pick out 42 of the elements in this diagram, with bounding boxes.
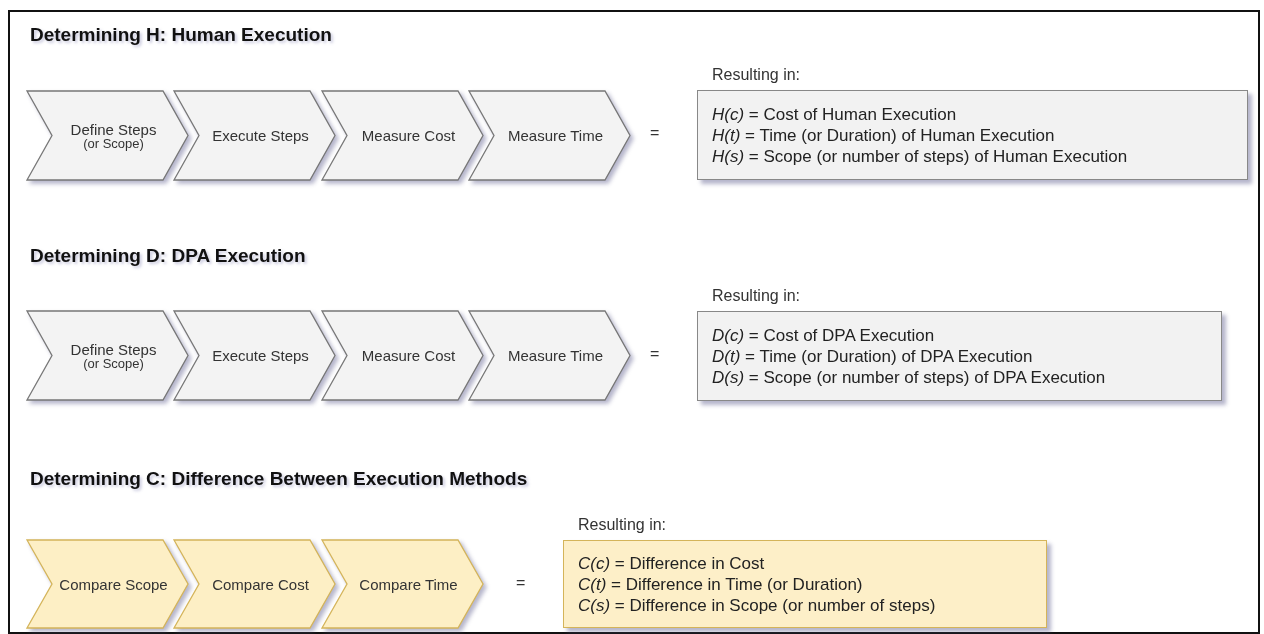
chevron-step (174, 91, 335, 180)
result-heading: Resulting in: (712, 287, 801, 305)
chevron-step (174, 311, 335, 400)
result-line: C(t) = Difference in Time (or Duration) (578, 573, 864, 595)
chevron-step (27, 540, 188, 628)
step-label: Measure Cost (361, 127, 456, 144)
step-label: Compare Scope (59, 575, 168, 593)
step-label: Execute Steps (212, 127, 309, 144)
step-label: Measure Cost (361, 347, 456, 364)
chevron-step (322, 311, 483, 400)
equals-sign: = (516, 574, 526, 592)
equals-sign: = (650, 345, 660, 363)
result-line: D(s) = Scope (or number of steps) of DPA Execution (712, 366, 1107, 388)
chevron-step (322, 540, 483, 628)
result-line: D(c) = Cost of DPA Execution (712, 324, 936, 346)
step-label: Define Steps (70, 121, 157, 138)
section-title: Determining C: Difference Between Execution Methods (30, 468, 528, 490)
result-line: H(s) = Scope (or number of steps) of Human Execution (712, 145, 1129, 167)
chevron-step (469, 91, 630, 180)
step-label: Compare Cost (212, 575, 309, 593)
result-line: D(t) = Time (or Duration) of DPA Execution (712, 345, 1034, 367)
chevron-step (27, 311, 188, 400)
result-line: H(c) = Cost of Human Execution (712, 103, 958, 125)
result-line: H(t) = Time (or Duration) of Human Execution (712, 124, 1056, 146)
equals-sign: = (650, 124, 660, 142)
result-heading: Resulting in: (578, 516, 667, 534)
step-label: Measure Time (507, 347, 603, 364)
result-heading: Resulting in: (712, 66, 801, 84)
section-title: Determining D: DPA Execution (30, 245, 306, 267)
section-title: Determining H: Human Execution (30, 24, 332, 46)
result-line: C(c) = Difference in Cost (578, 552, 766, 574)
chevron-step (322, 91, 483, 180)
chevron-step (27, 91, 188, 180)
step-note: (or Scope) (83, 138, 144, 150)
step-note: (or Scope) (83, 358, 144, 370)
step-label: Compare Time (359, 575, 458, 593)
chevron-step (174, 540, 335, 628)
result-line: C(s) = Difference in Scope (or number of steps) (578, 594, 937, 616)
step-label: Define Steps (70, 341, 157, 358)
chevron-step (469, 311, 630, 400)
step-label: Measure Time (507, 127, 603, 144)
step-label: Execute Steps (212, 347, 309, 364)
